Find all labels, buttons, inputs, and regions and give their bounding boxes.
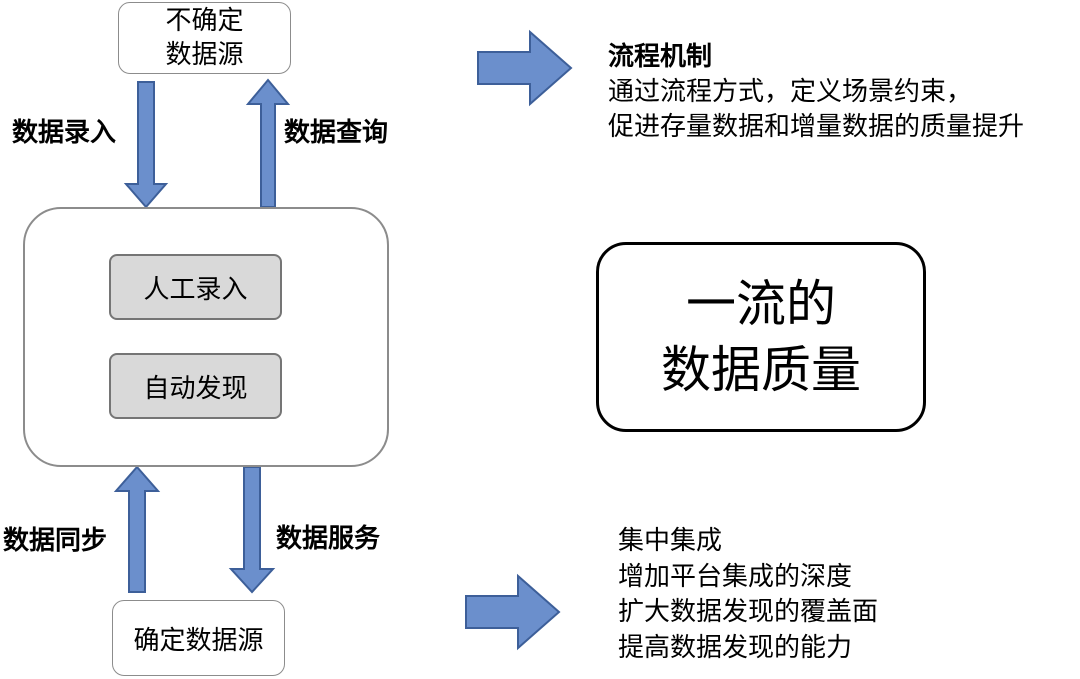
integration-line-4: 提高数据发现的能力 xyxy=(618,632,853,663)
flow-label-service: 数据服务 xyxy=(276,524,381,554)
arrow-query-up xyxy=(245,78,291,208)
process-mechanism-line-2: 促进存量数据和增量数据的质量提升 xyxy=(608,112,1025,142)
auto-discovery-box: 自动发现 xyxy=(109,353,282,419)
flow-label-sync: 数据同步 xyxy=(3,526,108,556)
arrow-service-down xyxy=(228,466,276,594)
certain-source-label: 确定数据源 xyxy=(133,626,264,656)
arrow-sync-up xyxy=(113,465,161,593)
central-process-box xyxy=(23,207,389,467)
certain-data-source-box: 确定数据源 xyxy=(112,600,285,676)
integration-line-3: 扩大数据发现的覆盖面 xyxy=(618,597,879,627)
integration-line-1: 集中集成 xyxy=(618,526,723,556)
integration-line-2: 增加平台集成的深度 xyxy=(618,561,853,592)
uncertain-data-source-box: 不确定 数据源 xyxy=(118,2,291,74)
flow-label-query: 数据查询 xyxy=(284,118,389,148)
process-mechanism-block: 流程机制 通过流程方式，定义场景约束， 促进存量数据和增量数据的质量提升 xyxy=(608,40,1024,145)
arrow-process-right xyxy=(477,29,573,107)
process-mechanism-line-1: 通过流程方式，定义场景约束， xyxy=(608,77,973,107)
data-quality-box: 一流的 数据质量 xyxy=(596,242,926,432)
arrow-integration-right xyxy=(465,573,561,651)
integration-block: 集中集成 增加平台集成的深度 扩大数据发现的覆盖面 提高数据发现的能力 xyxy=(618,524,878,666)
quality-line-1: 一流的 xyxy=(686,275,836,333)
arrow-entry-down xyxy=(123,81,169,209)
manual-entry-box: 人工录入 xyxy=(109,254,282,320)
uncertain-source-line-2: 数据源 xyxy=(165,40,244,70)
flow-label-entry: 数据录入 xyxy=(12,118,117,148)
uncertain-source-line-1: 不确定 xyxy=(165,6,244,36)
quality-line-2: 数据质量 xyxy=(661,341,861,399)
process-mechanism-title: 流程机制 xyxy=(608,42,713,72)
